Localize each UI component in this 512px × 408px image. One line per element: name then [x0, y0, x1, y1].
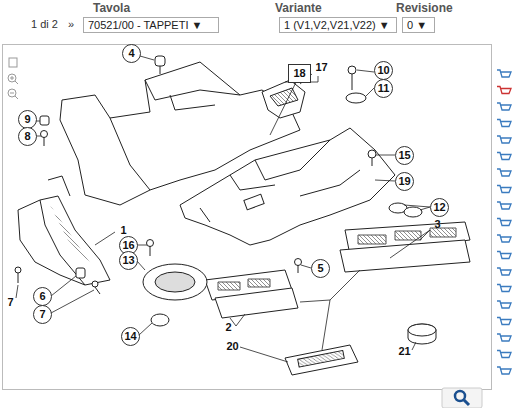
select-value: 70521/00 - TAPPETI ▼ [88, 19, 202, 31]
column-header: Revisione [396, 1, 453, 15]
column-header: Tavola [93, 1, 130, 15]
callout-number: 19 [395, 172, 414, 191]
select-box: 1 (V1,V2,V21,V22) ▼ [279, 17, 397, 33]
callout-number: 7 [2, 294, 19, 311]
cart-icons [497, 70, 511, 374]
select-box: 70521/00 - TAPPETI ▼ [83, 17, 219, 33]
callout-number: 10 [374, 61, 393, 80]
zoom-icons [8, 58, 18, 99]
column-header: Variante [275, 1, 322, 15]
callout-number: 4 [122, 44, 141, 63]
search-button [442, 388, 482, 408]
select-value: 0 ▼ [407, 19, 427, 31]
select-box: 0 ▼ [402, 17, 435, 33]
page-text: 1 di 2 [31, 18, 58, 30]
callout-number: 15 [395, 146, 414, 165]
callout-number: 2 [220, 319, 237, 336]
callout-number: 11 [374, 79, 393, 98]
callout-number: 13 [119, 251, 138, 270]
callout-number: 12 [430, 198, 449, 217]
select-value: 1 (V1,V2,V21,V22) ▼ [284, 19, 390, 31]
callout-number: 8 [18, 127, 37, 146]
callout-number: 21 [396, 343, 413, 360]
callout-number: 17 [313, 59, 330, 76]
leader-lines [16, 56, 430, 362]
callout-number: 20 [224, 338, 241, 355]
callout-number: 5 [311, 259, 330, 278]
callout-number: 18 [288, 64, 311, 83]
callout-number: 7 [33, 305, 52, 324]
callout-number: 6 [33, 287, 52, 306]
callout-number: 3 [429, 216, 446, 233]
page-text: » [68, 18, 74, 30]
callout-number: 14 [121, 327, 140, 346]
